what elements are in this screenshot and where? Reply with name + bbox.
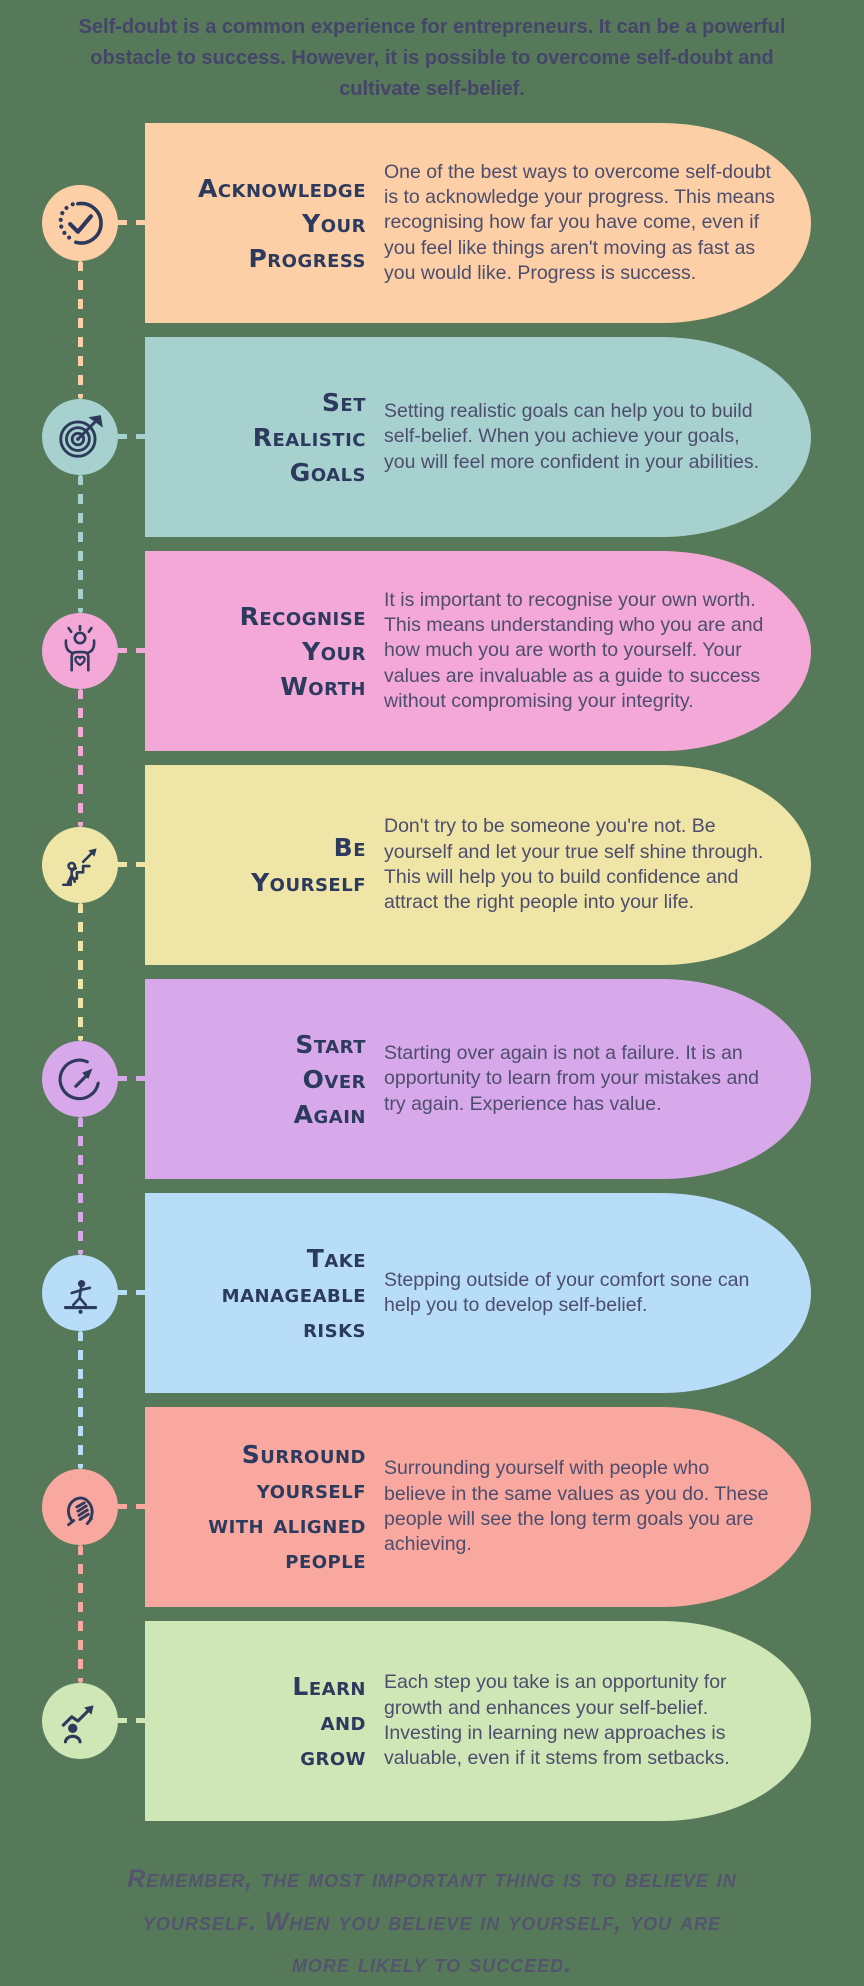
step-body: Each step you take is an opportunity for… — [384, 1671, 730, 1770]
timeline-dashed-connector — [78, 903, 83, 1041]
icon-card-connector — [96, 1290, 156, 1295]
timeline-dashed-connector — [78, 689, 83, 827]
step-row-set-realistic-goals: Set Realistic Goals Setting realistic go… — [0, 337, 864, 537]
person-growth-icon — [42, 1683, 118, 1759]
person-heart-icon — [42, 613, 118, 689]
step-title: Acknowledge Your Progress — [197, 173, 366, 273]
icon-card-connector — [96, 648, 156, 653]
step-body: Stepping outside of your comfort sone ca… — [384, 1268, 750, 1316]
step-body: Starting over again is not a failure. It… — [384, 1041, 760, 1115]
restart-arrow-icon — [42, 1041, 118, 1117]
step-title: Learn and grow — [292, 1671, 366, 1771]
step-title: Surround yourself with aligned people — [208, 1440, 366, 1574]
clasped-hands-icon — [42, 1469, 118, 1545]
step-body: Surrounding yourself with people who bel… — [384, 1457, 769, 1556]
clock-check-icon — [42, 185, 118, 261]
step-row-start-over-again: Start Over Again Starting over again is … — [0, 979, 864, 1179]
icon-card-connector — [96, 862, 156, 867]
step-row-take-manageable-risks: Take manageable risks Stepping outside o… — [0, 1193, 864, 1393]
balance-board-icon — [42, 1255, 118, 1331]
intro-text: Self-doubt is a common experience for en… — [78, 16, 786, 100]
step-card: Surround yourself with aligned people Su… — [145, 1407, 811, 1607]
step-title: Recognise Your Worth — [239, 601, 366, 701]
step-body: Setting realistic goals can help you to … — [384, 399, 760, 473]
step-card: Take manageable risks Stepping outside o… — [145, 1193, 811, 1393]
step-body: One of the best ways to overcome self-do… — [384, 160, 775, 285]
step-card: Start Over Again Starting over again is … — [145, 979, 811, 1179]
step-row-recognise-your-worth: Recognise Your Worth It is important to … — [0, 551, 864, 751]
step-card: Set Realistic Goals Setting realistic go… — [145, 337, 811, 537]
timeline-dashed-connector — [78, 1545, 83, 1683]
outro-text: Remember, the most important thing is to… — [127, 1865, 737, 1978]
step-card: Recognise Your Worth It is important to … — [145, 551, 811, 751]
timeline-dashed-connector — [78, 475, 83, 613]
step-row-surround-aligned-people: Surround yourself with aligned people Su… — [0, 1407, 864, 1607]
step-card: Learn and grow Each step you take is an … — [145, 1621, 811, 1821]
step-row-acknowledge-progress: Acknowledge Your Progress One of the bes… — [0, 123, 864, 323]
icon-card-connector — [96, 1076, 156, 1081]
icon-card-connector — [96, 1504, 156, 1509]
step-card: Acknowledge Your Progress One of the bes… — [145, 123, 811, 323]
timeline-dashed-connector — [78, 261, 83, 399]
climb-stairs-icon — [42, 827, 118, 903]
timeline-dashed-connector — [78, 1331, 83, 1469]
step-title: Take manageable risks — [221, 1243, 366, 1343]
icon-card-connector — [96, 434, 156, 439]
step-body: It is important to recognise your own wo… — [384, 588, 764, 713]
step-body: Don't try to be someone you're not. Be y… — [384, 815, 764, 914]
timeline-dashed-connector — [78, 1117, 83, 1255]
icon-card-connector — [96, 220, 156, 225]
step-title: Be Yourself — [251, 833, 366, 897]
step-card: Be Yourself Don't try to be someone you'… — [145, 765, 811, 965]
step-row-learn-and-grow: Learn and grow Each step you take is an … — [0, 1621, 864, 1821]
step-title: Set Realistic Goals — [252, 387, 366, 487]
target-dart-icon — [42, 399, 118, 475]
icon-card-connector — [96, 1718, 156, 1723]
step-row-be-yourself: Be Yourself Don't try to be someone you'… — [0, 765, 864, 965]
step-title: Start Over Again — [293, 1029, 366, 1129]
